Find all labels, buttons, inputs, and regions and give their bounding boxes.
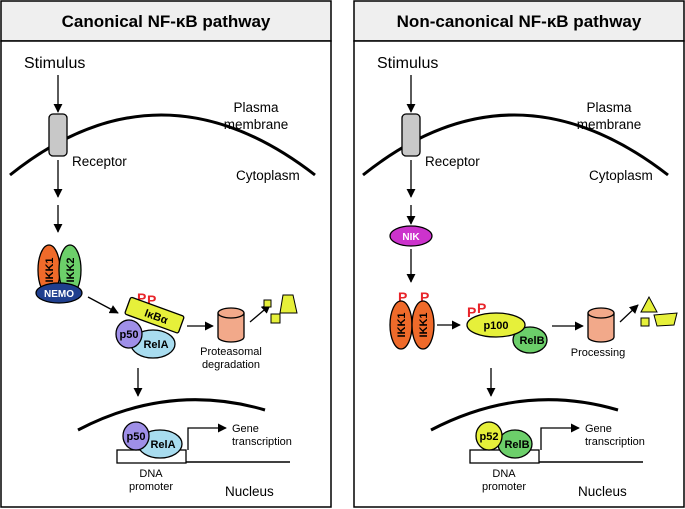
ikk1-b-label: IKK1 (418, 312, 430, 337)
ikk1-b (411, 300, 435, 350)
plasma-label-line1: Plasma (233, 100, 279, 115)
cytoplasm-label: Cytoplasm (236, 168, 300, 183)
transcription-arrow (187, 423, 227, 450)
proteasome (217, 313, 245, 343)
canonical-title: Canonical NF-κB pathway (62, 12, 271, 31)
processing-arrow (619, 304, 639, 323)
receptor-r (401, 113, 421, 157)
fragment-square-r (640, 317, 650, 327)
nuc-p50-label: p50 (127, 431, 146, 443)
ikba (124, 296, 185, 334)
transcription-arrow-r (540, 423, 580, 450)
p50 (115, 319, 143, 349)
nik-label: NIK (402, 232, 420, 243)
fragment-trapezoid (279, 294, 298, 314)
nemo-label: NEMO (44, 289, 74, 300)
phospho-2: P (147, 292, 156, 308)
receptor (48, 113, 68, 157)
proteasome-top (217, 307, 245, 319)
phospho-r-1: P (398, 289, 407, 305)
fragment-quad-r (653, 312, 678, 327)
nik (389, 225, 433, 247)
canonical-panel: Canonical NF-κB pathway Stimulus Plasma … (0, 0, 332, 508)
phospho-1: P (137, 290, 146, 306)
non-canonical-title: Non-canonical NF-κB pathway (397, 12, 642, 31)
degradation-arrow (249, 304, 271, 323)
relb (512, 326, 548, 354)
dna-label-line2-r: promoter (482, 481, 526, 493)
fragment-square-2 (270, 313, 281, 324)
fragment-triangle-r (640, 295, 658, 313)
fragment-square-1 (263, 299, 272, 308)
receptor-label: Receptor (72, 154, 127, 169)
gene-label-line2-r: transcription (585, 436, 645, 448)
ikk1-a-label: IKK1 (396, 312, 408, 337)
rela-label: RelA (143, 339, 168, 351)
proteasome-r (587, 313, 615, 343)
non-canonical-header (353, 0, 685, 42)
non-canonical-panel: Non-canonical NF-κB pathway Stimulus Pla… (353, 0, 685, 508)
nuc-p50 (122, 421, 150, 451)
cytoplasm-label-r: Cytoplasm (589, 168, 653, 183)
plasma-label-line1-r: Plasma (586, 100, 632, 115)
nuc-p52-label: p52 (480, 431, 499, 443)
stimulus-label: Stimulus (24, 55, 85, 72)
gene-label-line2: transcription (232, 436, 292, 448)
p100-label: p100 (483, 320, 508, 332)
degradation-label-line2: degradation (202, 359, 260, 371)
ikk-arrow (87, 296, 119, 314)
nuc-rela-label: RelA (150, 439, 175, 451)
ikk2-label: IKK2 (65, 257, 77, 282)
dna-label-line2: promoter (129, 481, 173, 493)
nucleus-label-r: Nucleus (578, 484, 627, 499)
nemo (35, 282, 83, 304)
phospho-r-3: P (467, 304, 476, 320)
gene-label-line1-r: Gene (585, 423, 612, 435)
gene-label-line1: Gene (232, 423, 259, 435)
dna-label-line1-r: DNA (492, 468, 516, 480)
plasma-label-line2-r: membrane (577, 117, 642, 132)
dna-label-line1: DNA (139, 468, 163, 480)
canonical-header (0, 0, 332, 42)
nucleus-label: Nucleus (225, 484, 274, 499)
nuc-p52 (475, 421, 503, 451)
nuclear-membrane-r (430, 398, 619, 432)
p50-label: p50 (120, 329, 139, 341)
processing-label: Processing (571, 347, 625, 359)
degradation-label-line1: Proteasomal (200, 346, 262, 358)
plasma-label-line2: membrane (224, 117, 289, 132)
nuclear-membrane (77, 398, 266, 432)
receptor-label-r: Receptor (425, 154, 480, 169)
proteasome-r-top (587, 307, 615, 319)
relb-label: RelB (519, 335, 544, 347)
ikk1-label: IKK1 (44, 257, 56, 282)
phospho-r-4: P (477, 300, 486, 316)
stimulus-label-r: Stimulus (377, 55, 438, 72)
p100 (466, 312, 526, 338)
phospho-r-2: P (420, 289, 429, 305)
nuc-relb-label: RelB (504, 439, 529, 451)
